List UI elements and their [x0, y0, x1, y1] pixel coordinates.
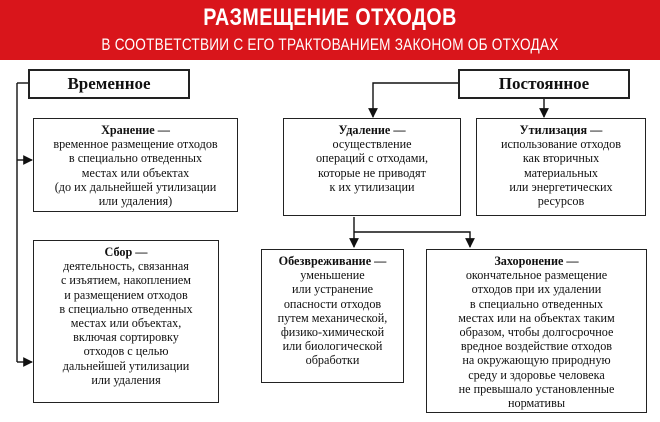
storage-line: в специально отведенных: [68, 151, 203, 166]
box-collection: Сбор — деятельность, связанная с изъятие…: [33, 240, 219, 403]
storage-line: (до их дальнейшей утилизации: [54, 179, 217, 194]
box-removal: Удаление — осуществление операций с отхо…: [283, 118, 461, 216]
neutralization-line: уменьшение: [300, 268, 365, 283]
term-storage: Хранение —: [101, 123, 170, 137]
page-title: РАЗМЕЩЕНИЕ ОТХОДОВ: [203, 4, 457, 31]
storage-line: или удаления): [98, 194, 173, 209]
collection-line: деятельность, связанная: [63, 259, 189, 274]
removal-line: операций с отходами,: [315, 151, 429, 166]
utilization-line: или энергетических: [509, 179, 613, 194]
box-neutralization: Обезвреживание — уменьшение или устранен…: [261, 249, 404, 383]
storage-line: временное размещение отходов: [53, 137, 218, 152]
burial-line: не превышало установленные: [458, 381, 615, 396]
utilization-line: ресурсов: [537, 194, 585, 209]
burial-line: окончательное размещение: [465, 268, 608, 283]
term-removal: Удаление —: [338, 123, 406, 137]
burial-line: образом, чтобы долгосрочное: [459, 325, 614, 340]
neutralization-line: физико-химической: [280, 325, 385, 340]
box-burial: Захоронение — окончательное размещение о…: [426, 249, 647, 413]
removal-line: осуществление: [332, 137, 412, 152]
collection-line: и размещением отходов: [64, 287, 188, 302]
burial-line: в специально отведенных: [469, 296, 604, 311]
collection-line: в специально отведенных: [59, 301, 193, 316]
utilization-line: как вторичных: [522, 151, 600, 166]
header-banner: РАЗМЕЩЕНИЕ ОТХОДОВ В СООТВЕТСТВИИ С ЕГО …: [0, 0, 660, 60]
page-subtitle: В СООТВЕТСТВИИ С ЕГО ТРАКТОВАНИЕМ ЗАКОНО…: [101, 35, 559, 54]
category-temporary: Временное: [28, 69, 190, 99]
neutralization-line: путем механической,: [277, 310, 388, 325]
burial-line: местах или на объектах таким: [458, 310, 615, 325]
category-permanent: Постоянное: [458, 69, 630, 99]
term-burial: Захоронение —: [494, 254, 579, 268]
box-utilization: Утилизация — использование отходов как в…: [476, 118, 646, 216]
collection-line: включая сортировку: [73, 330, 179, 345]
collection-line: дальнейшей утилизации: [62, 358, 190, 373]
arrow-to-removal: [368, 82, 458, 118]
burial-line: отходов при их удалении: [471, 282, 602, 297]
collection-line: отходов с целью: [83, 344, 169, 359]
utilization-line: материальных: [523, 165, 599, 180]
term-collection: Сбор —: [104, 245, 148, 259]
burial-line: нормативы: [507, 396, 566, 411]
storage-line: местах или объектах: [81, 165, 190, 180]
collection-line: местах или объектах,: [70, 316, 182, 331]
term-utilization: Утилизация —: [519, 123, 603, 137]
collection-line: или удаления: [91, 372, 161, 387]
neutralization-line: обработки: [305, 353, 360, 368]
arrow-to-burial: [354, 231, 475, 248]
box-storage: Хранение — временное размещение отходов …: [33, 118, 238, 212]
burial-line: на окружающую природную: [462, 353, 611, 368]
term-neutralization: Обезвреживание —: [278, 254, 387, 268]
collection-line: с изъятием, накоплением: [60, 273, 192, 288]
utilization-line: использование отходов: [500, 137, 622, 152]
burial-line: среду и здоровье человека: [468, 367, 605, 382]
removal-line: которые не приводят: [318, 165, 426, 180]
burial-line: вредное воздействие отходов: [460, 339, 613, 354]
neutralization-line: или устранение: [291, 282, 374, 297]
neutralization-line: опасности отходов: [283, 296, 382, 311]
neutralization-line: или биологической: [282, 339, 383, 354]
removal-line: к их утилизации: [329, 179, 415, 194]
